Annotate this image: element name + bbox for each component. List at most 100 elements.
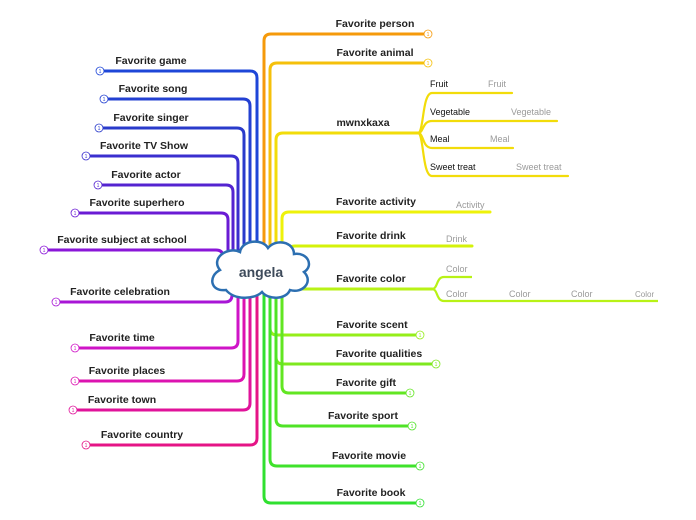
topic-favorite-celebration: Favorite celebration: [70, 286, 170, 298]
badge-circle: [405, 388, 415, 398]
badge-favorite-subject-at-school[interactable]: 1: [39, 245, 49, 255]
branch-line-favorite-tv-show: [84, 154, 240, 274]
branch-line-favorite-singer: [97, 126, 246, 274]
color-value-5: Color: [635, 290, 654, 299]
badge-favorite-places[interactable]: 1: [70, 376, 80, 386]
badge-circle: [407, 421, 417, 431]
badge-favorite-person[interactable]: 1: [423, 29, 433, 39]
badge-count: 1: [98, 126, 101, 132]
branch-line-favorite-town: [71, 270, 252, 412]
branch-line-favorite-person: [262, 32, 430, 274]
badge-circle: [39, 245, 49, 255]
badge-count: 1: [435, 362, 438, 368]
color-value-1: Color: [446, 264, 468, 274]
sub-line-sweet-treat: [416, 131, 570, 178]
subtopic-value-meal: Meal: [490, 134, 510, 144]
topic-favorite-country: Favorite country: [101, 429, 183, 441]
topic-favorite-color: Favorite color: [336, 273, 405, 285]
badge-circle: [99, 94, 109, 104]
badge-count: 1: [411, 424, 414, 430]
subtopic-value-vegetable: Vegetable: [511, 107, 551, 117]
badge-favorite-qualities[interactable]: 1: [431, 359, 441, 369]
subtopic-meal: Meal: [430, 134, 450, 144]
badge-circle: [423, 58, 433, 68]
central-topic[interactable]: angela: [211, 240, 311, 299]
branch-line-favorite-gift: [280, 270, 412, 395]
branch-line-favorite-activity: [280, 210, 492, 274]
topic-favorite-places: Favorite places: [89, 365, 166, 377]
topic-favorite-gift: Favorite gift: [336, 377, 397, 389]
color-value-2: Color: [446, 289, 468, 299]
topic-favorite-person: Favorite person: [336, 18, 415, 30]
badge-favorite-gift[interactable]: 1: [405, 388, 415, 398]
badge-count: 1: [419, 464, 422, 470]
topic-favorite-scent: Favorite scent: [336, 319, 408, 331]
badge-circle: [423, 29, 433, 39]
badge-favorite-superhero[interactable]: 1: [70, 208, 80, 218]
badge-count: 1: [99, 69, 102, 75]
subtopic-vegetable: Vegetable: [430, 107, 470, 117]
subtopic-value-sweet-treat: Sweet treat: [516, 162, 562, 172]
topic-favorite-game: Favorite game: [115, 55, 186, 67]
badge-circle: [93, 180, 103, 190]
branch-line-favorite-time: [73, 270, 240, 350]
value-drink: Drink: [446, 234, 468, 244]
color-sub-line-1: [431, 275, 472, 291]
color-sub-line-2: [431, 287, 658, 303]
branch-line-favorite-drink: [286, 244, 474, 274]
badge-favorite-country[interactable]: 1: [81, 440, 91, 450]
badge-favorite-actor[interactable]: 1: [93, 180, 103, 190]
badge-circle: [95, 66, 105, 76]
badge-count: 1: [55, 300, 58, 306]
badge-circle: [70, 376, 80, 386]
branch-line-favorite-song: [102, 97, 252, 274]
branch-line-favorite-subject-at-school: [42, 248, 225, 274]
badge-circle: [415, 498, 425, 508]
badge-circle: [415, 461, 425, 471]
badge-count: 1: [419, 333, 422, 339]
topic-favorite-actor: Favorite actor: [111, 169, 180, 181]
badge-circle: [70, 343, 80, 353]
branch-line-favorite-country: [84, 270, 259, 447]
topic-favorite-drink: Favorite drink: [336, 230, 406, 242]
topic-favorite-time: Favorite time: [89, 332, 155, 344]
topic-favorite-activity: Favorite activity: [336, 196, 416, 208]
branch-line-favorite-movie: [268, 270, 422, 468]
badge-favorite-tv-show[interactable]: 1: [81, 151, 91, 161]
cloud-shape: [211, 240, 311, 299]
badge-favorite-movie[interactable]: 1: [415, 461, 425, 471]
branch-line-favorite-sport: [274, 270, 414, 428]
branch-line-favorite-places: [73, 270, 246, 383]
badge-favorite-town[interactable]: 1: [68, 405, 78, 415]
badge-count: 1: [419, 501, 422, 507]
badge-favorite-song[interactable]: 1: [99, 94, 109, 104]
badge-favorite-time[interactable]: 1: [70, 343, 80, 353]
badge-circle: [81, 151, 91, 161]
badge-favorite-animal[interactable]: 1: [423, 58, 433, 68]
badge-count: 1: [85, 443, 88, 449]
badge-favorite-game[interactable]: 1: [95, 66, 105, 76]
topic-favorite-subject-at-school: Favorite subject at school: [57, 234, 187, 246]
topic-favorite-song: Favorite song: [119, 83, 188, 95]
badge-circle: [94, 123, 104, 133]
subtopic-fruit: Fruit: [430, 79, 448, 89]
topic-favorite-qualities: Favorite qualities: [336, 348, 423, 360]
branch-line-favorite-actor: [96, 183, 235, 274]
badge-favorite-sport[interactable]: 1: [407, 421, 417, 431]
badge-favorite-scent[interactable]: 1: [415, 330, 425, 340]
branch-line-favorite-game: [98, 69, 259, 274]
topic-mwnxkaxa: mwnxkaxa: [336, 117, 389, 129]
badge-favorite-singer[interactable]: 1: [94, 123, 104, 133]
badge-count: 1: [43, 248, 46, 254]
badge-circle: [68, 405, 78, 415]
badge-circle: [431, 359, 441, 369]
badge-circle: [51, 297, 61, 307]
topic-favorite-superhero: Favorite superhero: [89, 197, 184, 209]
topic-favorite-town: Favorite town: [88, 394, 156, 406]
badge-favorite-celebration[interactable]: 1: [51, 297, 61, 307]
badge-favorite-book[interactable]: 1: [415, 498, 425, 508]
color-value-3: Color: [509, 289, 531, 299]
badge-count: 1: [427, 61, 430, 67]
badge-count: 1: [97, 183, 100, 189]
branch-line-mwnxkaxa: [274, 131, 420, 274]
